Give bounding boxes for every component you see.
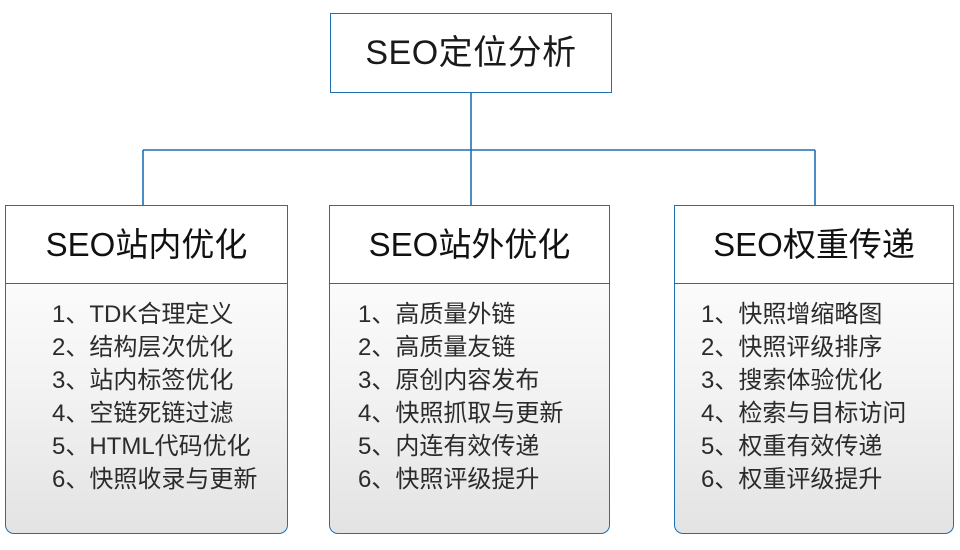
branch-body-2: 1、高质量外链 2、高质量友链 3、原创内容发布 4、快照抓取与更新 5、内连有… <box>329 284 610 534</box>
list-item: 3、原创内容发布 <box>358 367 540 394</box>
list-item: 6、快照评级提升 <box>358 466 540 493</box>
branch-header-label-3: SEO权重传递 <box>713 226 915 263</box>
branch-header-label-2: SEO站外优化 <box>368 226 571 263</box>
branch-header-label-1: SEO站内优化 <box>45 226 248 263</box>
branch-body-1: 1、TDK合理定义 2、结构层次优化 3、站内标签优化 4、空链死链过滤 5、H… <box>5 284 288 534</box>
root-node-label: SEO定位分析 <box>365 34 577 72</box>
branch-header-1[interactable]: SEO站内优化 <box>5 205 288 284</box>
list-item: 5、权重有效传递 <box>701 433 883 460</box>
list-item: 6、快照收录与更新 <box>52 466 258 493</box>
list-item: 4、空链死链过滤 <box>52 400 234 427</box>
list-item: 1、高质量外链 <box>358 301 516 328</box>
branch-body-3: 1、快照增缩略图 2、快照评级排序 3、搜索体验优化 4、检索与目标访问 5、权… <box>674 284 954 534</box>
root-node[interactable]: SEO定位分析 <box>330 13 612 93</box>
list-item: 5、内连有效传递 <box>358 433 540 460</box>
branch-header-3[interactable]: SEO权重传递 <box>674 205 954 284</box>
branch-item-list-2: 1、高质量外链 2、高质量友链 3、原创内容发布 4、快照抓取与更新 5、内连有… <box>330 298 609 496</box>
list-item: 4、快照抓取与更新 <box>358 400 564 427</box>
branch-item-list-3: 1、快照增缩略图 2、快照评级排序 3、搜索体验优化 4、检索与目标访问 5、权… <box>675 298 953 496</box>
branch-header-2[interactable]: SEO站外优化 <box>329 205 610 284</box>
list-item: 3、站内标签优化 <box>52 367 234 394</box>
list-item: 1、TDK合理定义 <box>52 301 234 328</box>
list-item: 5、HTML代码优化 <box>52 433 251 460</box>
list-item: 4、检索与目标访问 <box>701 400 907 427</box>
branch-column-2: SEO站外优化 1、高质量外链 2、高质量友链 3、原创内容发布 4、快照抓取与… <box>329 205 610 534</box>
list-item: 2、结构层次优化 <box>52 334 234 361</box>
branch-item-list-1: 1、TDK合理定义 2、结构层次优化 3、站内标签优化 4、空链死链过滤 5、H… <box>6 298 287 496</box>
list-item: 2、高质量友链 <box>358 334 516 361</box>
list-item: 1、快照增缩略图 <box>701 301 883 328</box>
list-item: 2、快照评级排序 <box>701 334 883 361</box>
list-item: 6、权重评级提升 <box>701 466 883 493</box>
list-item: 3、搜索体验优化 <box>701 367 883 394</box>
branch-column-1: SEO站内优化 1、TDK合理定义 2、结构层次优化 3、站内标签优化 4、空链… <box>5 205 288 534</box>
branch-column-3: SEO权重传递 1、快照增缩略图 2、快照评级排序 3、搜索体验优化 4、检索与… <box>674 205 954 534</box>
